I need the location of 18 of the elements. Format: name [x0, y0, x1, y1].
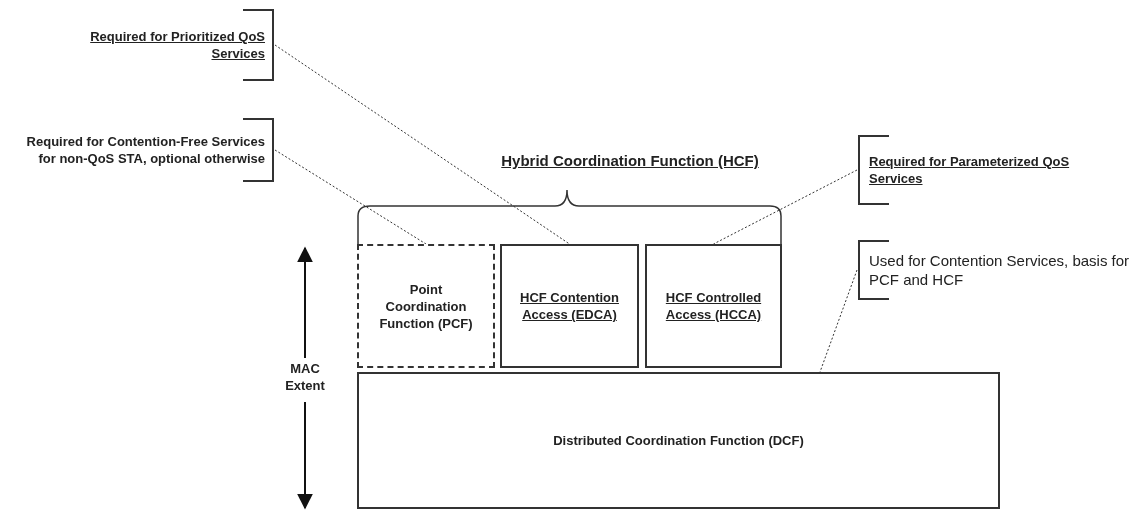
note-text: Used for Contention Services, basis for PCF and HCF: [869, 251, 1131, 289]
leader-line: [274, 44, 570, 245]
function-box: [645, 244, 782, 368]
box-label: Distributed Coordination Function (DCF): [553, 432, 804, 449]
function-box: [357, 372, 1000, 509]
leader-line: [713, 169, 858, 245]
box-label: Point Coordination Function (PCF): [378, 280, 474, 332]
box-label: HCF Contention Access (EDCA): [519, 289, 620, 323]
note-text: Required for Parameterized QoS Services: [869, 153, 1071, 187]
leader-line: [819, 269, 858, 373]
dimension-label: MAC Extent: [284, 360, 326, 394]
brace-label: Hybrid Coordination Function (HCF): [500, 152, 760, 169]
leader-line: [274, 149, 427, 245]
note-text: Required for Contention-Free Services for non-QoS STA, optional otherwise: [25, 133, 265, 167]
function-box: [500, 244, 639, 368]
dashed-function-box: [357, 244, 495, 368]
box-label: HCF Controlled Access (HCCA): [664, 289, 763, 323]
note-text: Required for Prioritized QoS Services: [89, 28, 265, 62]
